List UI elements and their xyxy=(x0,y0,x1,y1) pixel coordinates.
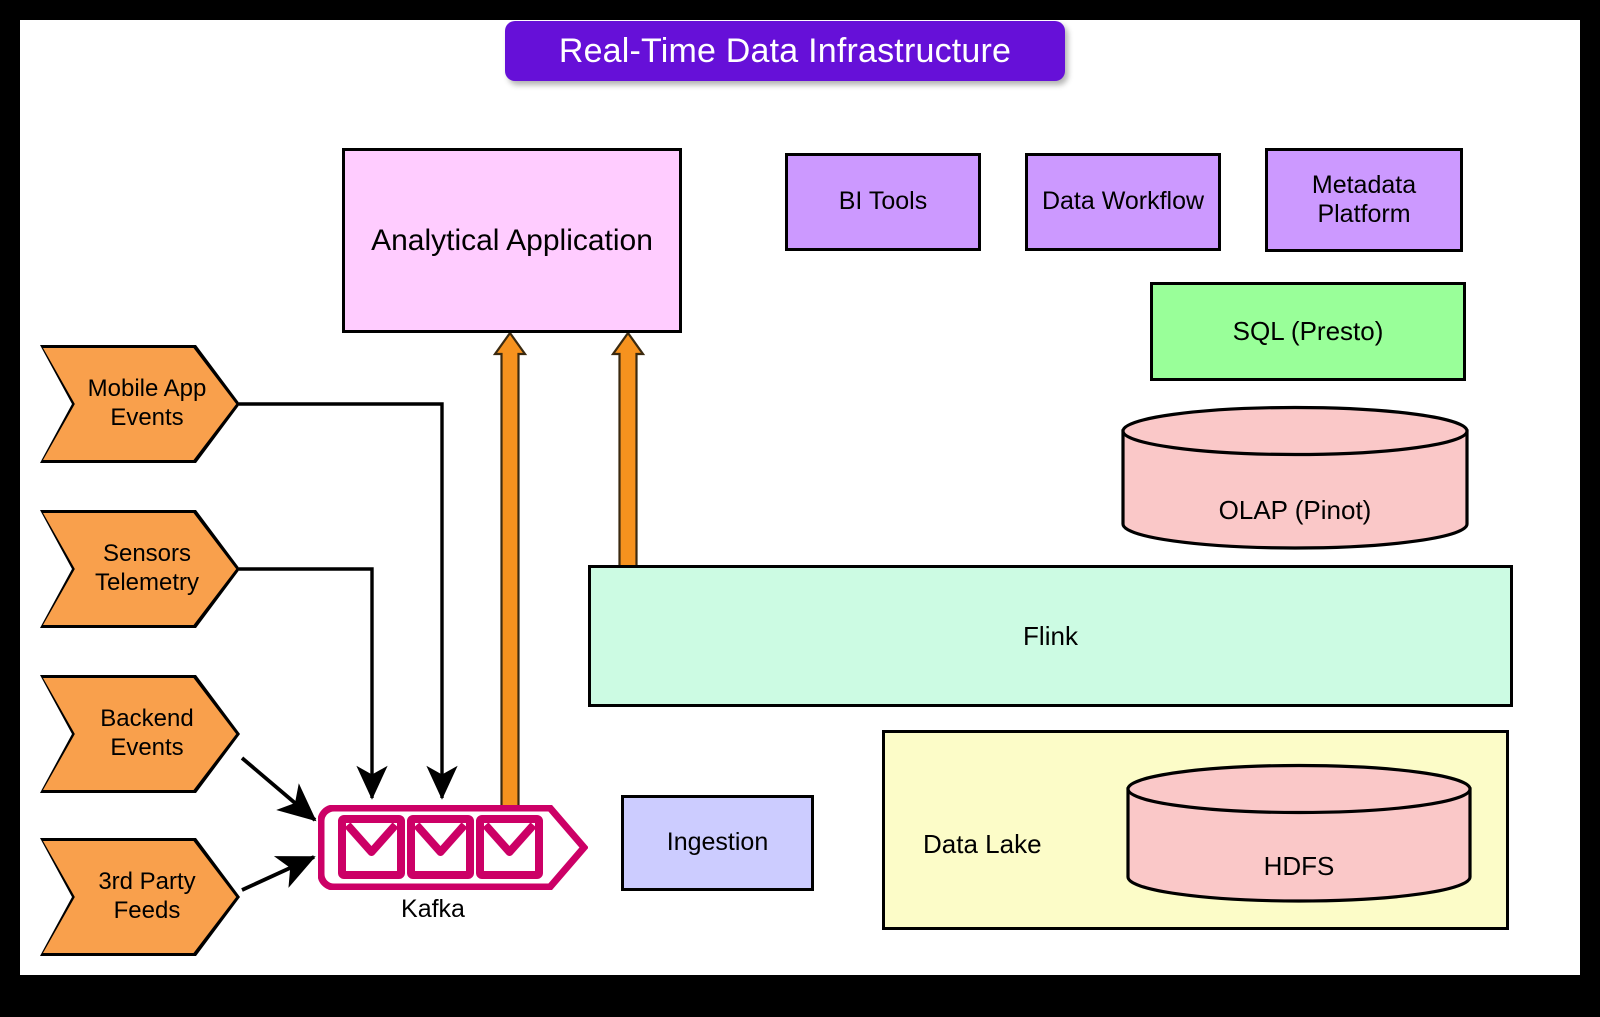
node-label: SQL (Presto) xyxy=(1232,316,1384,347)
node-label: Flink xyxy=(1023,620,1078,651)
label-line-2: Platform xyxy=(1317,200,1411,228)
envelope-icon xyxy=(407,815,474,879)
source-node-label: 3rd Party Feeds xyxy=(84,868,195,926)
label-line-2: Events xyxy=(110,404,184,431)
node-hdfs[interactable]: HDFS xyxy=(1125,763,1473,903)
source-node-label: Sensors Telemetry xyxy=(81,540,199,598)
envelope-icon xyxy=(476,815,543,879)
node-label: BI Tools xyxy=(838,187,928,216)
kafka-queue-shape xyxy=(317,804,589,891)
label-line-1: Metadata xyxy=(1311,170,1417,199)
label-line-2: Feeds xyxy=(113,897,181,924)
label-line-1: Sensors xyxy=(102,540,192,568)
node-label: Ingestion xyxy=(666,828,769,857)
source-node-sensors-telemetry[interactable]: Sensors Telemetry xyxy=(40,510,240,628)
node-label: OLAP (Pinot) xyxy=(1218,495,1372,525)
source-node-label: Mobile App Events xyxy=(74,375,207,433)
node-flink[interactable]: Flink xyxy=(588,565,1513,707)
edge-mobile-app-to-kafka xyxy=(239,402,458,800)
label-line-2: Telemetry xyxy=(94,569,200,596)
chevron-shape-fill xyxy=(43,348,237,460)
chevron-shape-fill xyxy=(43,678,237,790)
chevron-shape-fill xyxy=(43,841,237,953)
node-label: Metadata Platform xyxy=(1312,171,1416,230)
page-title: Real-Time Data Infrastructure xyxy=(558,31,1012,70)
source-node-backend-events[interactable]: Backend Events xyxy=(40,675,240,793)
source-node-third-party-feeds[interactable]: 3rd Party Feeds xyxy=(40,838,240,956)
node-data-lake[interactable]: Data Lake HDFS xyxy=(882,730,1509,930)
cylinder-shape xyxy=(1126,763,1472,903)
node-label: Data Lake xyxy=(923,829,1042,859)
edge-backend-to-kafka xyxy=(240,756,317,822)
node-label: Analytical Application xyxy=(371,223,653,257)
label-line-1: 3rd Party xyxy=(98,868,196,896)
node-ingestion[interactable]: Ingestion xyxy=(621,795,814,891)
envelope-icon xyxy=(338,815,405,879)
label-line-1: Backend xyxy=(100,705,194,733)
node-olap-pinot[interactable]: OLAP (Pinot) xyxy=(1120,405,1470,550)
node-label: Data Workflow xyxy=(1041,187,1205,216)
chevron-shape-fill xyxy=(43,513,237,625)
cylinder-shape xyxy=(1121,405,1469,550)
edge-kafka-to-analytical-app xyxy=(492,331,528,840)
node-sql-presto[interactable]: SQL (Presto) xyxy=(1150,282,1466,381)
source-node-label: Backend Events xyxy=(86,705,193,763)
edge-flink-to-analytical-app xyxy=(610,331,646,570)
edge-third-party-to-kafka xyxy=(241,855,316,892)
node-bi-tools[interactable]: BI Tools xyxy=(785,153,981,251)
node-metadata-platform[interactable]: Metadata Platform xyxy=(1265,148,1463,252)
label-line-2: Events xyxy=(110,734,184,761)
kafka-label: Kafka xyxy=(401,895,465,923)
diagram-canvas: Real-Time Data Infrastructure Mobile App… xyxy=(20,20,1580,975)
label-line-1: Mobile App xyxy=(87,375,207,403)
edge-sensors-to-kafka xyxy=(239,567,388,800)
node-kafka[interactable] xyxy=(317,804,589,891)
diagram-title-banner: Real-Time Data Infrastructure xyxy=(505,21,1065,81)
node-label: HDFS xyxy=(1263,851,1335,881)
source-node-mobile-app-events[interactable]: Mobile App Events xyxy=(40,345,240,463)
node-data-workflow[interactable]: Data Workflow xyxy=(1025,153,1221,251)
node-analytical-application[interactable]: Analytical Application xyxy=(342,148,682,333)
